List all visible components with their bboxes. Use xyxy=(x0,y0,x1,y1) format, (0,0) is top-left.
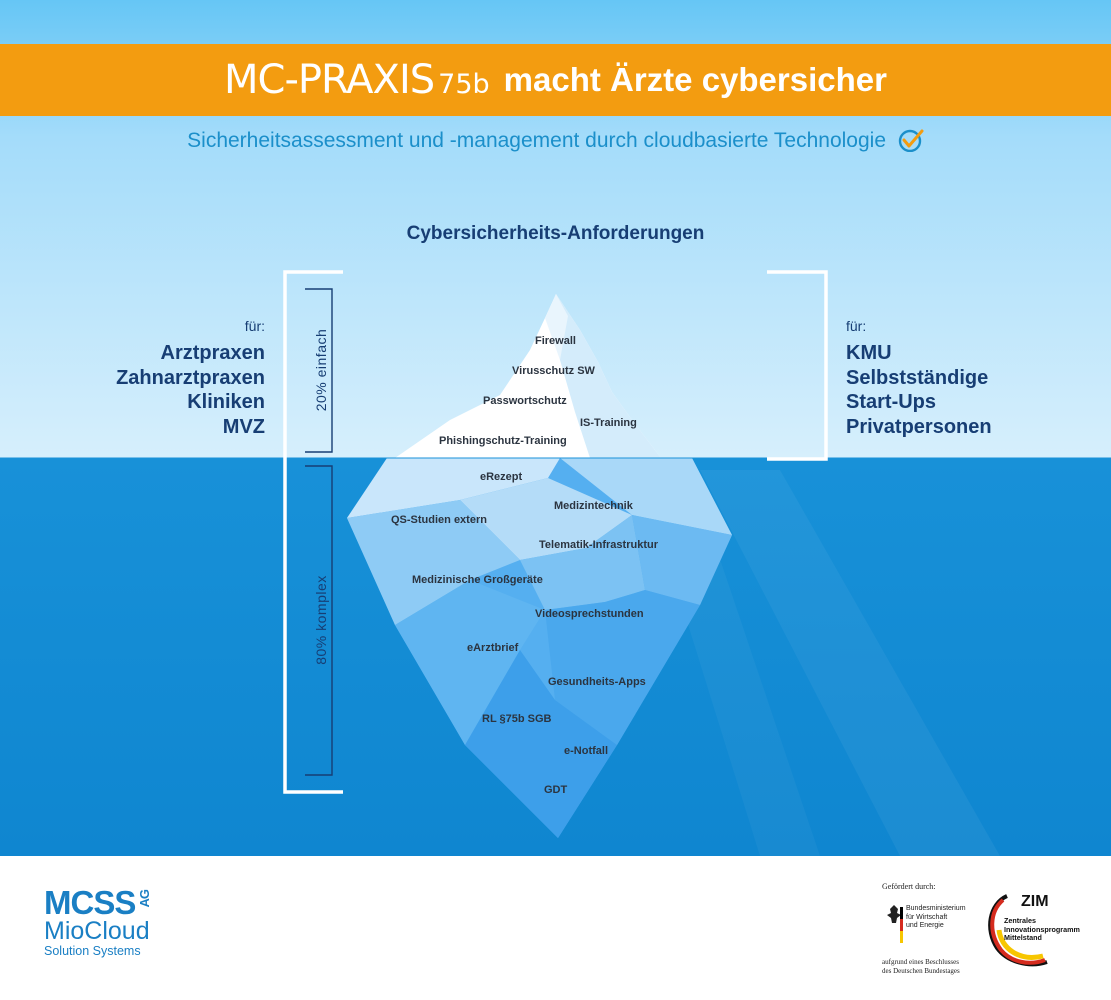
iceberg-label: eArztbrief xyxy=(467,642,519,654)
funding-label: Gefördert durch: xyxy=(882,882,936,891)
banner-product: MC-PRAXIS xyxy=(224,57,435,103)
footer xyxy=(0,856,1111,1000)
target-item: Kliniken xyxy=(187,391,265,413)
subtitle-text: Sicherheitsassessment und -management du… xyxy=(187,129,886,152)
iceberg-label: Telematik-Infrastruktur xyxy=(539,539,658,551)
title-banner: MC-PRAXIS 75b macht Ärzte cybersicher xyxy=(0,44,1111,116)
logo-main-text: MCSS xyxy=(44,884,136,921)
logo-sub-text: MioCloud xyxy=(44,917,150,945)
iceberg-label: IS-Training xyxy=(580,417,637,429)
iceberg-label: e-Notfall xyxy=(564,745,608,757)
diagram-heading: Cybersicherheits-Anforderungen xyxy=(406,223,705,244)
iceberg-label: QS-Studien extern xyxy=(391,514,487,526)
target-group-right-prefix: für: xyxy=(846,318,867,334)
iceberg-label: Medizinische Großgeräte xyxy=(412,574,543,586)
iceberg-label: Gesundheits-Apps xyxy=(548,676,646,688)
target-item: MVZ xyxy=(222,415,265,438)
zim-swoosh-icon xyxy=(988,894,1048,967)
mcss-logo: MCSS AG MioCloud Solution Systems xyxy=(44,884,153,958)
logo-tagline: Solution Systems xyxy=(44,944,141,958)
target-item: KMU xyxy=(846,342,892,364)
banner-rest: macht Ärzte cybersicher xyxy=(503,61,887,98)
iceberg-label: Passwortschutz xyxy=(483,395,567,407)
iceberg-label: Virusschutz SW xyxy=(512,365,595,377)
zim-logo-text: ZIM xyxy=(1021,893,1049,910)
iceberg-label: eRezept xyxy=(480,471,523,483)
bracket-label-top: 20% einfach xyxy=(313,328,329,412)
iceberg-label: RL §75b SGB xyxy=(482,713,552,725)
iceberg-label: GDT xyxy=(544,784,568,796)
ministry-name: Bundesministerium für Wirtschaft und Ene… xyxy=(906,905,966,929)
target-group-left-prefix: für: xyxy=(244,318,265,334)
bundestag-note: aufgrund eines Beschlusses des Deutschen… xyxy=(882,958,960,975)
check-badge-icon xyxy=(898,129,924,152)
subtitle: Sicherheitsassessment und -management du… xyxy=(0,128,1111,153)
iceberg-label: Medizintechnik xyxy=(554,500,633,512)
eagle-icon xyxy=(887,905,903,943)
bracket-label-bottom: 80% komplex xyxy=(313,575,329,665)
iceberg-label: Phishingschutz-Training xyxy=(439,435,567,447)
target-item: Zahnarztpraxen xyxy=(116,366,265,389)
iceberg-label: Firewall xyxy=(535,335,576,347)
target-group-right: für: KMU Selbstständige Start-Ups Privat… xyxy=(846,318,992,439)
iceberg-label: Videosprechstunden xyxy=(535,608,644,620)
target-item: Privatpersonen xyxy=(846,415,992,438)
target-item: Selbstständige xyxy=(846,366,989,389)
target-group-left: für: Arztpraxen Zahnarztpraxen Kliniken … xyxy=(116,318,265,439)
zim-subtitle: Zentrales Innovationsprogramm Mittelstan… xyxy=(1004,916,1080,942)
target-item: Start-Ups xyxy=(846,391,937,413)
logo-ag-text: AG xyxy=(137,890,153,908)
banner-number: 75b xyxy=(438,68,490,100)
target-item: Arztpraxen xyxy=(160,342,265,364)
